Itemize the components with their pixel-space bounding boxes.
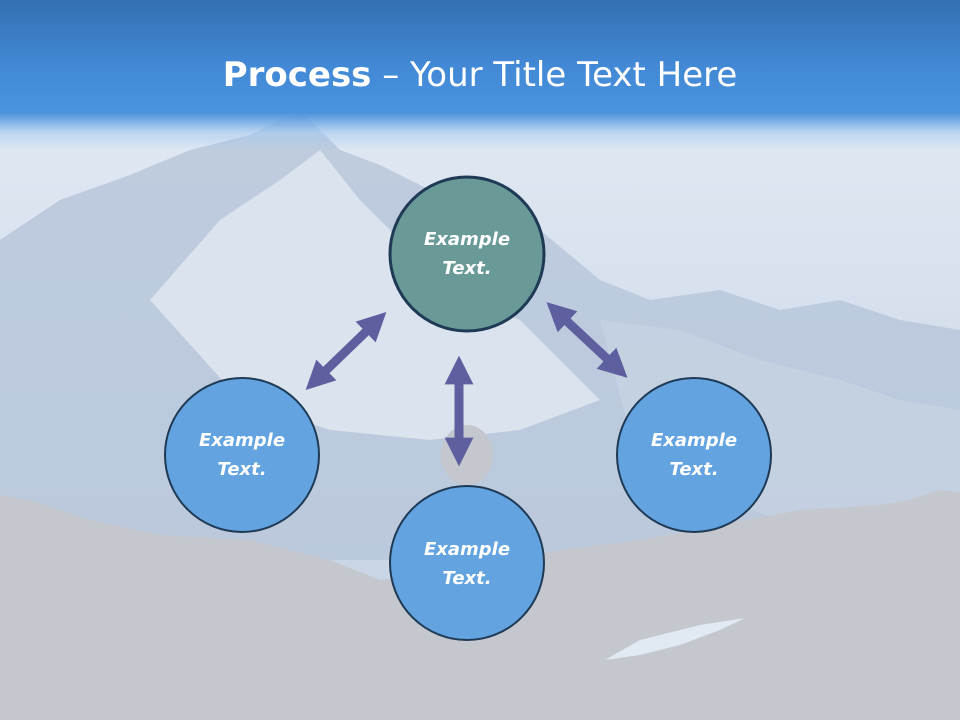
title-rest-part: – Your Title Text Here [371,55,738,95]
process-node-bottom [389,485,545,641]
double-arrow-right [546,302,628,378]
slide-title: Process – Your Title Text Here [0,52,960,98]
title-banner [0,0,960,150]
process-node-top [388,175,546,333]
double-arrow-left [305,311,387,391]
process-node-left [164,377,320,533]
process-node-right [616,377,772,533]
title-bold-part: Process [222,55,372,95]
